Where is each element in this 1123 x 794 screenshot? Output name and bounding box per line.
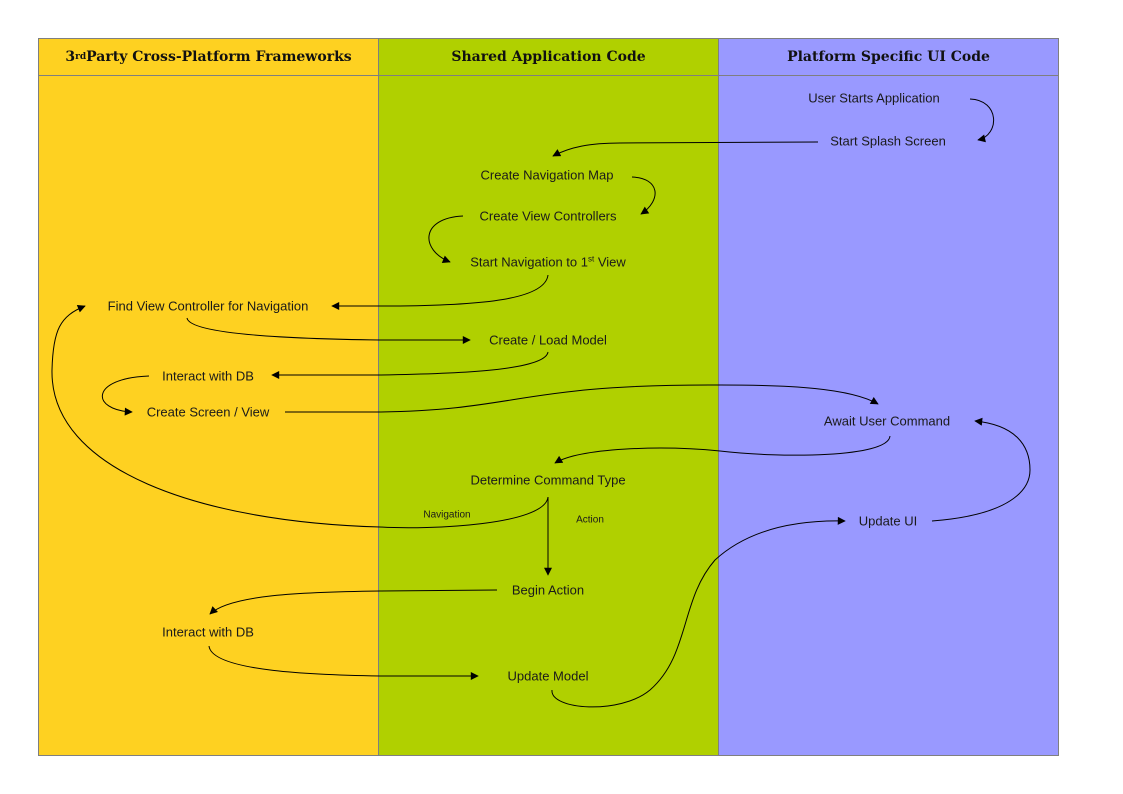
lane-title-prefix: 3: [65, 49, 76, 65]
node-text: View: [594, 254, 626, 270]
edge-label-navigation: Navigation: [423, 509, 471, 521]
node-determine-command-type: Determine Command Type: [470, 472, 626, 488]
node-start-splash-screen: Start Splash Screen: [830, 133, 946, 149]
lane-title: Party Cross-Platform Frameworks: [86, 49, 352, 65]
edge-viewcontrollers-to-startnav: [428, 215, 464, 264]
lane-shared-code: Shared Application Code: [378, 38, 719, 756]
lane-title: Platform Specific UI Code: [787, 49, 990, 65]
edge-determine-navigation: [51, 304, 549, 529]
lane-header-platform-ui: Platform Specific UI Code: [719, 39, 1058, 76]
node-update-model: Update Model: [507, 668, 589, 684]
node-start-navigation: Start Navigation to 1st View: [470, 254, 626, 269]
node-create-load-model: Create / Load Model: [489, 332, 607, 348]
lane-title: Shared Application Code: [451, 49, 646, 65]
node-update-ui: Update UI: [858, 513, 918, 529]
edge-beginaction-to-db: [209, 589, 498, 615]
edge-await-to-determine: [554, 435, 891, 464]
node-text: Start Navigation to 1: [470, 254, 588, 270]
node-begin-action: Begin Action: [511, 582, 585, 598]
edge-db-to-updatemodel: [208, 645, 479, 680]
node-create-view-controllers: Create View Controllers: [479, 208, 617, 224]
lane-title-sup: rd: [75, 52, 87, 62]
edge-start-to-splash: [969, 98, 994, 143]
node-find-view-controller: Find View Controller for Navigation: [107, 298, 309, 314]
edge-splash-to-navmap: [552, 141, 819, 157]
edge-findvc-to-loadmodel: [186, 317, 471, 344]
node-user-starts-application: User Starts Application: [808, 90, 940, 106]
node-await-user-command: Await User Command: [823, 413, 951, 429]
node-interact-db-1: Interact with DB: [162, 368, 254, 384]
node-text-sup: st: [588, 254, 595, 264]
edge-startnav-to-findvc: [331, 274, 549, 310]
node-create-navigation-map: Create Navigation Map: [480, 167, 614, 183]
node-create-screen-view: Create Screen / View: [146, 404, 270, 420]
node-interact-db-2: Interact with DB: [162, 624, 254, 640]
lane-header-shared-code: Shared Application Code: [379, 39, 718, 76]
edge-updatemodel-to-updateui: [551, 516, 846, 708]
edge-navmap-to-viewcontrollers: [631, 176, 656, 215]
edge-label-action: Action: [576, 514, 604, 526]
edge-db-to-createscreen: [102, 375, 150, 416]
edge-loadmodel-to-db: [271, 351, 549, 379]
edge-updateui-to-await: [931, 417, 1031, 522]
edge-createscreen-to-await: [285, 384, 879, 413]
lane-platform-ui: Platform Specific UI Code: [718, 38, 1059, 756]
